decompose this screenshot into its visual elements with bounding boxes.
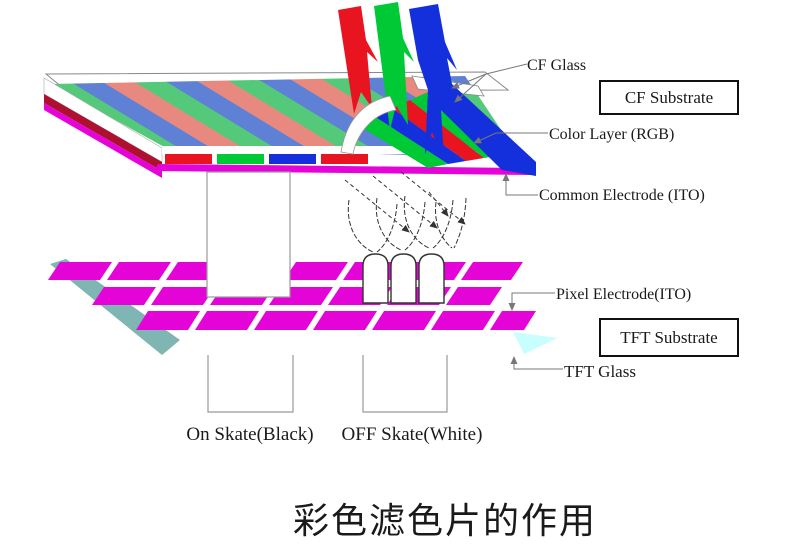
green-light-arrow — [374, 2, 414, 130]
lc-director-line — [400, 171, 466, 225]
tft-substrate-assembly — [48, 259, 558, 355]
lc-director-line — [344, 179, 410, 233]
tft-glass-label: TFT Glass — [564, 362, 636, 381]
cf-substrate-label: CF Substrate — [625, 88, 713, 107]
lc-molecule — [400, 171, 466, 304]
pixel-electrode-tile — [461, 262, 523, 280]
pixel-electrode-leader — [508, 292, 555, 311]
off-state-bracket — [362, 355, 448, 413]
lc-goblet-outline — [403, 195, 454, 249]
pixel-electrode-tile — [48, 262, 112, 280]
cf-glass-pointer — [451, 73, 487, 89]
color-layer-front-segments — [165, 154, 368, 164]
common-electrode-strip — [154, 164, 531, 175]
green-segment — [217, 154, 264, 164]
lc-director-line — [372, 175, 438, 229]
lc-molecule — [344, 179, 410, 304]
tft-substrate-box: TFT Substrate — [599, 318, 739, 357]
lc-cell-arch — [362, 253, 389, 304]
tft-substrate-label: TFT Substrate — [620, 328, 717, 347]
pixel-electrode-tile — [284, 262, 348, 280]
lc-molecule — [372, 175, 438, 304]
common-electrode-left-edge — [44, 103, 162, 178]
cf-glass-leader — [485, 63, 528, 75]
pixel-electrode-label: Pixel Electrode(ITO) — [556, 286, 691, 303]
pixel-electrode-tile — [151, 287, 215, 305]
pixel-electrode-tile — [254, 311, 318, 330]
pixel-electrode-tile — [372, 311, 436, 330]
cf-substrate-box: CF Substrate — [599, 80, 739, 115]
color-layer-label: Color Layer (RGB) — [549, 126, 674, 143]
tft-glass-leader — [510, 356, 563, 370]
blue-segment — [269, 154, 316, 164]
color-layer-leader — [473, 132, 548, 144]
on-state-lc-pillar — [206, 171, 291, 298]
lc-director-line — [428, 191, 449, 217]
cf-glass-label: CF Glass — [527, 57, 586, 74]
cf-glass-pointer — [454, 73, 487, 103]
pixel-electrode-row-front — [136, 311, 536, 330]
red-light-arrow — [338, 6, 378, 114]
light-bend-curl — [340, 95, 397, 155]
tft-substrate-box-frame — [599, 318, 739, 357]
tft-glass-left-edge — [50, 259, 180, 355]
cf-glass-front-edge — [162, 146, 507, 154]
common-electrode-leader — [502, 173, 538, 196]
tft-glass-right-corner — [513, 332, 558, 354]
pixel-electrode-tile — [446, 287, 502, 305]
lc-cell-arch — [418, 253, 445, 304]
color-layer-left-edge — [44, 94, 162, 171]
lc-cell-arch — [390, 253, 417, 304]
pixel-electrode-tile — [490, 311, 536, 330]
cf-substrate-box-frame — [599, 80, 739, 115]
leader-lines — [451, 63, 563, 370]
pixel-electrode-tile — [313, 311, 377, 330]
on-state-label: On Skate(Black) — [186, 424, 313, 445]
on-state-bracket — [207, 355, 294, 413]
pixel-electrode-tile — [136, 311, 200, 330]
red-segment — [321, 154, 368, 164]
lc-goblet-outline — [375, 197, 426, 251]
red-segment — [165, 154, 212, 164]
pixel-electrode-tile — [92, 287, 156, 305]
lc-goblet-outline — [347, 199, 398, 253]
pixel-electrode-tile — [431, 311, 495, 330]
off-state-label: OFF Skate(White) — [342, 424, 483, 445]
diagram-title: 彩色滤色片的作用 — [293, 501, 597, 541]
lc-goblet-outline — [434, 197, 467, 249]
off-state-lc-molecules — [344, 171, 467, 304]
pixel-electrode-tile — [107, 262, 171, 280]
common-electrode-label: Common Electrode (ITO) — [539, 187, 705, 204]
pixel-electrode-tile — [195, 311, 259, 330]
